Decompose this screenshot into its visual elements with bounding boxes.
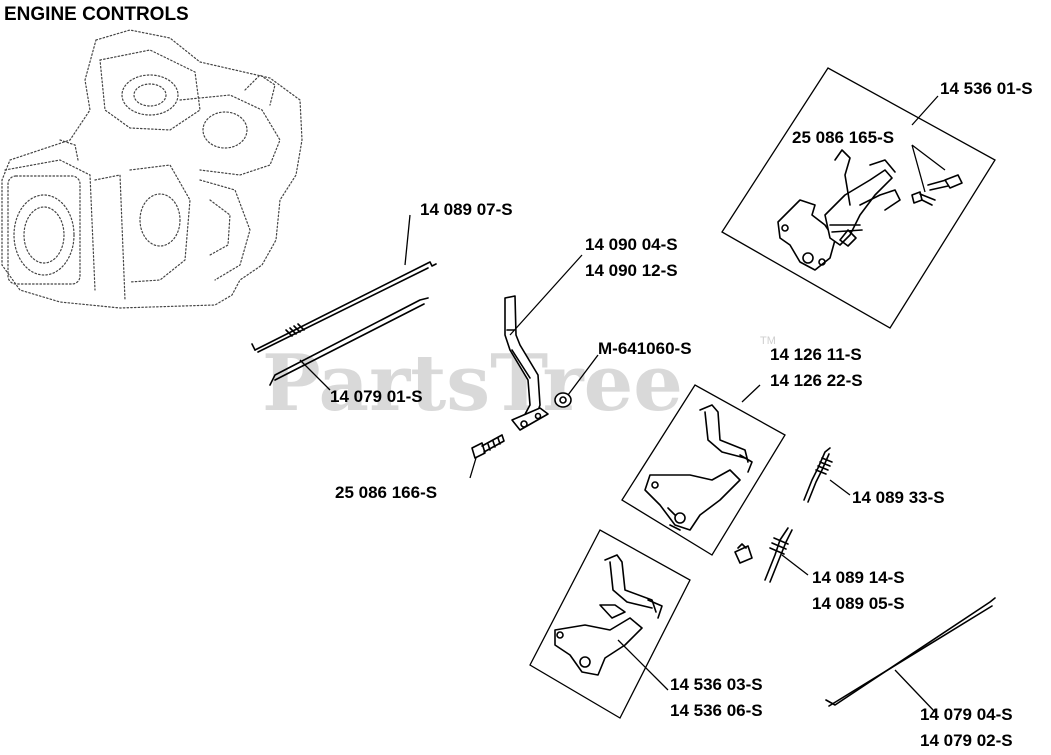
- bracket-box-14-536-03: [529, 529, 691, 719]
- callout-14-536-01: 14 536 01-S: [940, 79, 1033, 98]
- callout-14-090-12: 14 090 12-S: [585, 261, 678, 280]
- screw-166-part: [471, 434, 505, 459]
- callout-14-079-04: 14 079 04-S: [920, 705, 1013, 724]
- callout-14-089-33: 14 089 33-S: [852, 488, 945, 507]
- callout-25-086-166: 25 086 166-S: [335, 483, 437, 502]
- callout-25-086-165: 25 086 165-S: [792, 128, 894, 147]
- callout-14-079-02: 14 079 02-S: [920, 731, 1013, 750]
- callout-14-089-05: 14 089 05-S: [812, 594, 905, 613]
- spring-14-part: [734, 527, 793, 583]
- callout-14-536-03: 14 536 03-S: [670, 675, 763, 694]
- choke-link-part: [269, 297, 429, 386]
- callout-14-090-04: 14 090 04-S: [585, 235, 678, 254]
- watermark-trademark: TM: [760, 335, 776, 347]
- governor-link-part: [251, 261, 437, 353]
- diagram-title: ENGINE CONTROLS: [4, 4, 189, 25]
- watermark: PartsTree: [262, 338, 683, 429]
- callout-14-079-01: 14 079 01-S: [330, 387, 423, 406]
- spring-33-part: [803, 447, 833, 503]
- assembly-box-14-536-01: [721, 67, 996, 329]
- callout-14-126-11: 14 126 11-S: [770, 345, 862, 364]
- callout-m-641060: M-641060-S: [598, 339, 692, 358]
- callout-14-126-22: 14 126 22-S: [770, 371, 863, 390]
- callout-14-536-06: 14 536 06-S: [670, 701, 763, 720]
- governor-lever-part: [504, 295, 549, 431]
- link-rod-part: [825, 597, 996, 707]
- bracket-box-14-126-11: [621, 384, 786, 556]
- callout-14-089-14: 14 089 14-S: [812, 568, 905, 587]
- engine-block-illustration: [1, 29, 303, 309]
- nut-part: [554, 392, 572, 408]
- callout-14-089-07: 14 089 07-S: [420, 200, 513, 219]
